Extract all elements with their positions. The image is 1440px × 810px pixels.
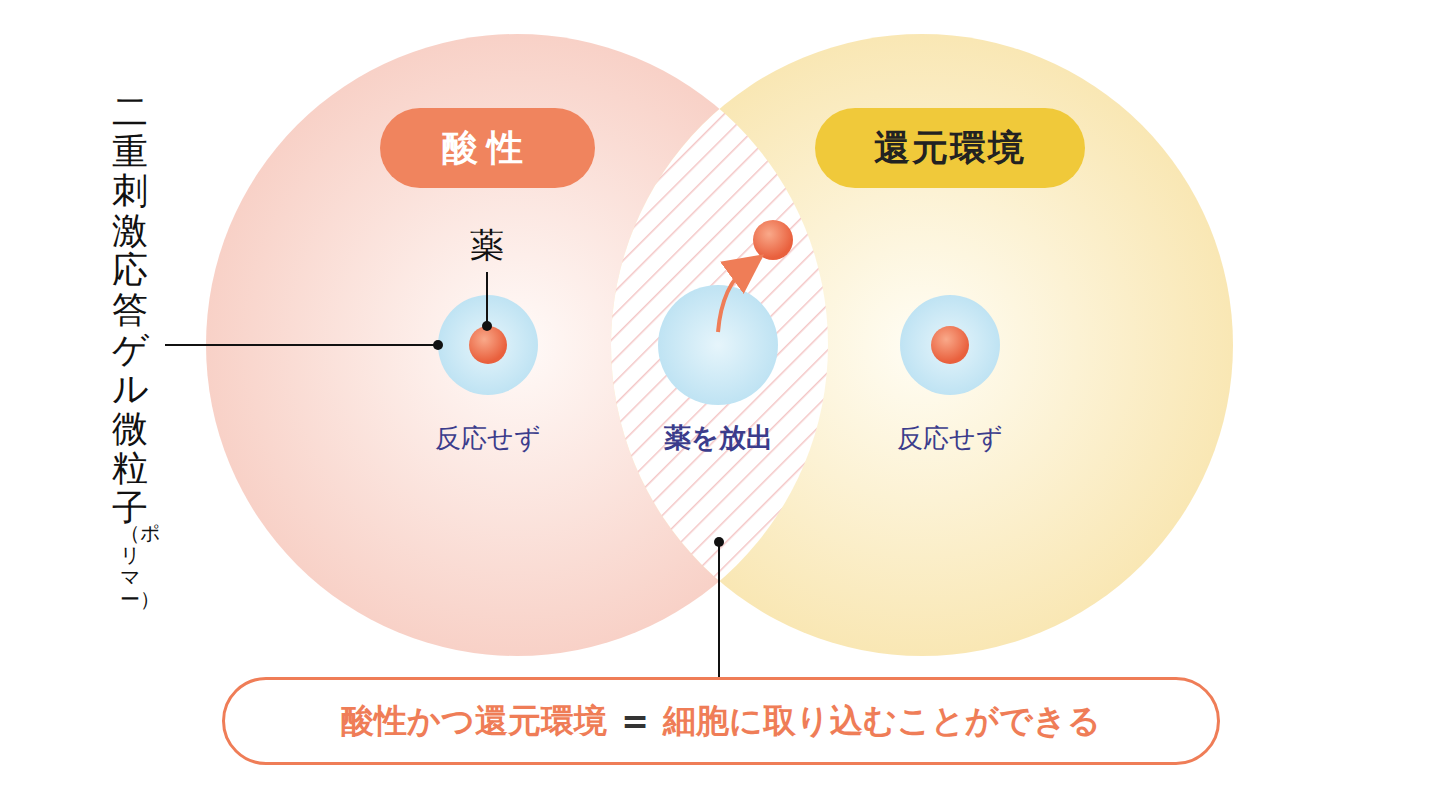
node-text: 酸性 [442, 124, 532, 173]
result-pill: 酸性かつ還元環境 = 細胞に取り込むことができる [222, 677, 1220, 765]
gel-particle [658, 285, 778, 405]
overlap-hatch [611, 34, 1233, 656]
release-arrow [718, 266, 748, 332]
state-label: 反応せず [897, 421, 1003, 456]
node-text: 酸性かつ還元環境 [341, 699, 607, 744]
leader-dot [433, 340, 443, 350]
vertical-title: 二重刺激応答ゲル微粒子 [112, 92, 148, 528]
state-label: 反応せず [435, 421, 541, 456]
leader-line [165, 344, 438, 346]
node-text: 還元環境 [874, 124, 1025, 173]
node-text: 細胞に取り込むことができる [663, 699, 1101, 744]
drug-dot [469, 326, 507, 364]
gel-particle [900, 295, 1000, 395]
drug-dot [931, 326, 969, 364]
drug-dot [753, 220, 793, 260]
reduction-region [611, 34, 1233, 656]
leader-line [486, 272, 488, 326]
condition-pill: 還元環境 [815, 108, 1085, 188]
condition-pill: 酸性 [380, 108, 595, 188]
leader-dot [714, 537, 724, 547]
state-label: 薬を放出 [664, 420, 773, 456]
part-label: 薬 [470, 223, 504, 269]
leader-dot [482, 321, 492, 331]
leader-line [718, 542, 720, 677]
vertical-subtitle: （ポリマー） [120, 522, 140, 610]
node-text: = [621, 702, 649, 741]
